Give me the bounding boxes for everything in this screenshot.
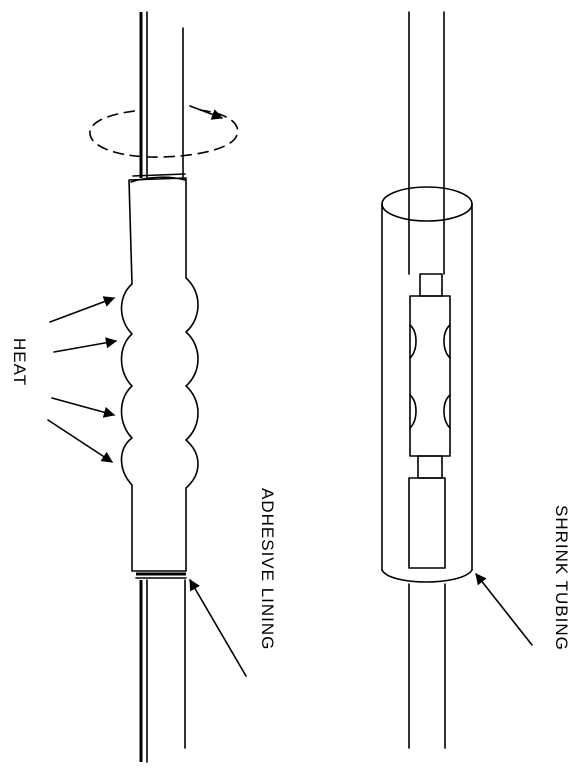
adhesive-lining-arrow	[189, 579, 247, 677]
heated-tubing-assembly	[47, 11, 247, 763]
shrink-tubing-label: SHRINK TUBING	[552, 505, 571, 651]
tube-top-rim	[132, 173, 186, 177]
rotation-indicator	[89, 105, 239, 158]
heat-arrow-4	[47, 419, 113, 463]
heat-arrow-2	[53, 337, 118, 353]
shrink-tube-cylinder	[381, 186, 473, 583]
heat-arrows	[47, 296, 118, 463]
shrunk-tube-body	[120, 177, 199, 572]
shrink-tubing-arrow	[475, 573, 533, 646]
tube-top-edge	[130, 176, 186, 183]
heat-arrow-3	[51, 397, 116, 418]
rotation-arrow	[189, 105, 224, 120]
tube-top-opening	[381, 186, 473, 222]
heat-arrow-1	[49, 296, 116, 323]
adhesive-lining-label: ADHESIVE LINING	[258, 488, 277, 650]
right-lower-wire	[408, 583, 446, 749]
wire-splice	[408, 273, 451, 569]
upper-wire	[139, 11, 184, 179]
lower-wire	[139, 579, 186, 763]
right-upper-wire	[408, 11, 445, 275]
heat-label: HEAT	[10, 338, 29, 386]
adhesive-lining-band	[135, 572, 187, 579]
unshrunk-tubing-assembly	[381, 11, 533, 749]
